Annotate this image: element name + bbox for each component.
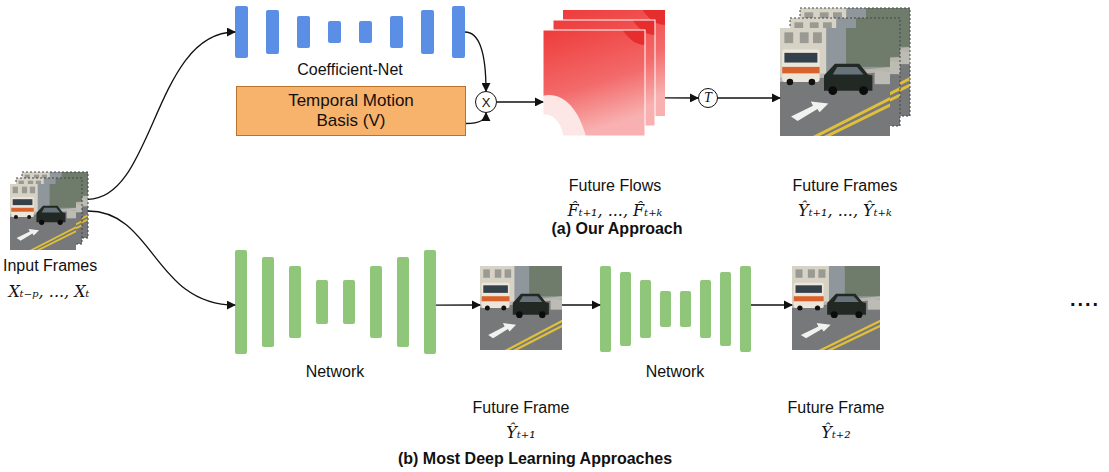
layer-bar (720, 272, 731, 346)
basis-box: Temporal Motion Basis (V) (236, 86, 466, 136)
frame-picture (480, 266, 562, 350)
frame-picture (10, 184, 76, 250)
flow-arrow (465, 32, 486, 91)
math-label: Ŷₜ₊₂ (821, 422, 850, 444)
flow-arrow (497, 101, 543, 102)
layer-bar (235, 250, 247, 354)
node-label: Future Frame (788, 398, 885, 418)
layer-bar (262, 257, 274, 347)
flow-arrow (562, 304, 600, 305)
layer-bar (328, 21, 341, 43)
coefficient-net-bars (235, 6, 465, 58)
frame-image: Future FrameŶₜ₊₂ (792, 266, 880, 350)
warp-circle: T (698, 88, 718, 108)
layer-bar (600, 266, 611, 352)
subfigure-caption: (b) Most Deep Learning Approaches (398, 449, 672, 469)
math-label: Ŷₜ₊₁ (506, 422, 535, 444)
layer-bar (620, 272, 631, 346)
layer-bar (700, 280, 711, 338)
continuation-dots: .... (1070, 288, 1100, 310)
node-label: Coefficient-Net (297, 60, 403, 80)
operator-symbol: T (704, 91, 712, 105)
node-label: Future Frames (793, 176, 898, 196)
box-label: Temporal Motion Basis (V) (276, 91, 426, 131)
layer-bar (740, 266, 751, 352)
flow-stack (543, 10, 665, 136)
flow-arrow (665, 97, 698, 98)
layer-bar (343, 280, 355, 324)
flow-arrow (751, 304, 792, 305)
flow-picture (543, 30, 645, 136)
input-frame-stack (10, 172, 88, 250)
network-bars (600, 266, 751, 352)
layer-bar (424, 250, 436, 354)
layer-bar (660, 291, 671, 327)
layer-bar (235, 6, 248, 58)
subfigure-caption: (a) Our Approach (552, 219, 683, 239)
layer-bar (316, 280, 328, 324)
flow-arrow (88, 32, 235, 199)
encoder-decoder-net: Coefficient-Net (235, 6, 465, 58)
layer-bar (421, 10, 434, 54)
network-bars (235, 250, 436, 354)
network-bars: Network (600, 266, 751, 352)
flow-stack: Future FlowsF̂ₜ₊₁, ..., F̂ₜ₊ₖ (543, 10, 665, 136)
flow-arrow (88, 211, 235, 305)
flow-arrow (718, 97, 780, 98)
layer-bar (297, 16, 310, 48)
frame-picture (792, 266, 880, 350)
math-label: F̂ₜ₊₁, ..., F̂ₜ₊ₖ (568, 200, 663, 222)
layer-bar (359, 21, 372, 43)
node-label: Future Frame (473, 398, 570, 418)
node-label: Network (306, 362, 365, 382)
flow-outline (543, 30, 645, 136)
node-label: Input Frames (3, 256, 97, 276)
operator-symbol: X (482, 96, 491, 109)
math-label: Ŷₜ₊₁, ..., Ŷₜ₊ₖ (798, 200, 892, 222)
node-label: Future Flows (569, 176, 661, 196)
frame-image: Future FrameŶₜ₊₁ (480, 266, 562, 350)
math-label: Xₜ₋ₚ, ..., Xₜ (8, 281, 89, 303)
frame-stack: Future FramesŶₜ₊₁, ..., Ŷₜ₊ₖ (780, 8, 910, 136)
layer-bar (640, 280, 651, 338)
layer-bar (390, 16, 403, 48)
flow-arrow (466, 113, 486, 124)
network-bars: Network (235, 250, 436, 354)
layer-bar (397, 257, 409, 347)
node-label: Network (646, 362, 705, 382)
layer-bar (370, 266, 382, 338)
layer-bar (289, 266, 301, 338)
layer-bar (452, 6, 465, 58)
flow-arrow (436, 304, 480, 305)
frame-picture (780, 28, 890, 136)
layer-bar (266, 10, 279, 54)
image-stack: Input FramesXₜ₋ₚ, ..., Xₜ (10, 172, 88, 250)
layer-bar (680, 291, 691, 327)
multiply-circle: X (475, 91, 497, 113)
output-frame-stack (780, 8, 910, 136)
